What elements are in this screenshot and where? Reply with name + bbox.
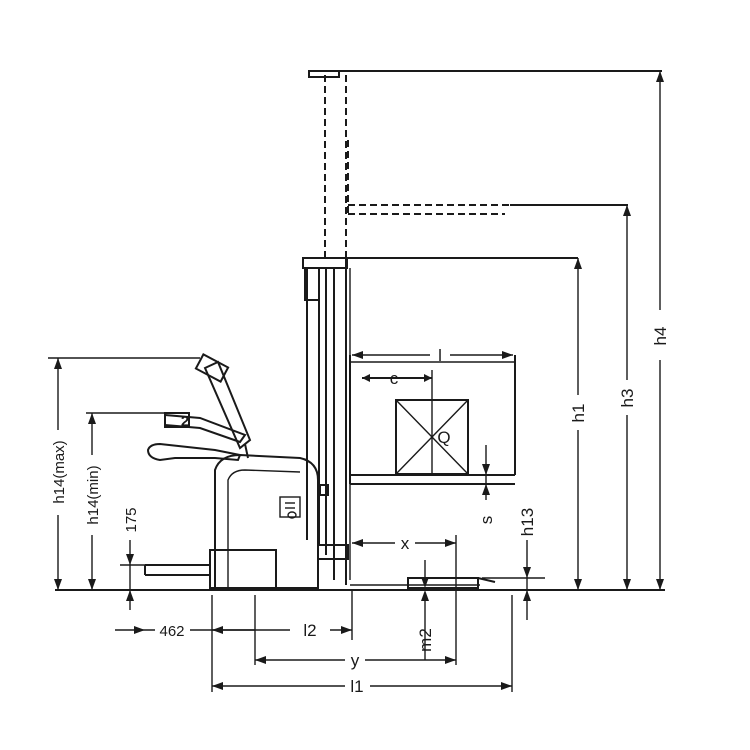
dim-h14-max: h14(max) — [48, 357, 200, 590]
dim-h14-min: h14(min) — [85, 412, 165, 590]
dim-y: y — [255, 651, 456, 670]
label-c: c — [390, 369, 399, 388]
label-tiller-number: 2 — [181, 413, 189, 430]
dim-l2: l2 — [212, 590, 353, 640]
dim-h13: h13 — [482, 508, 545, 620]
dim-m2: m2 — [416, 560, 435, 660]
label-l: l — [438, 346, 442, 365]
label-h13: h13 — [518, 508, 537, 536]
label-l1: l1 — [350, 677, 363, 696]
dim-h3: h3 — [618, 205, 637, 590]
lowered-fork — [350, 577, 496, 589]
dim-l: l — [352, 346, 513, 365]
label-s: s — [477, 516, 496, 525]
label-x: x — [401, 534, 410, 553]
dim-l1: l1 — [211, 595, 513, 696]
dim-h1: h1 — [569, 258, 588, 590]
label-h1: h1 — [569, 404, 588, 423]
extended-mast-outline — [308, 70, 662, 262]
label-h14-max: h14(max) — [51, 440, 68, 503]
label-462: 462 — [159, 623, 184, 640]
dim-h4: h4 — [651, 71, 670, 590]
label-h4: h4 — [651, 327, 670, 346]
label-h3: h3 — [618, 389, 637, 408]
load-box — [395, 370, 469, 475]
label-175: 175 — [123, 507, 140, 532]
label-l2: l2 — [303, 621, 316, 640]
dim-x: x — [352, 534, 457, 665]
dim-175: 175 — [120, 507, 145, 610]
truck-body — [144, 453, 319, 589]
label-m2: m2 — [416, 628, 435, 652]
label-h14-min: h14(min) — [85, 465, 102, 524]
load-center-mark — [362, 374, 432, 382]
mast — [302, 257, 578, 585]
label-y: y — [351, 651, 360, 670]
tiller-lowered — [146, 442, 242, 462]
label-load-q: Q — [437, 428, 450, 447]
tiller-middle — [164, 412, 247, 444]
tiller-raised — [194, 353, 252, 459]
dim-s: s — [477, 445, 496, 524]
